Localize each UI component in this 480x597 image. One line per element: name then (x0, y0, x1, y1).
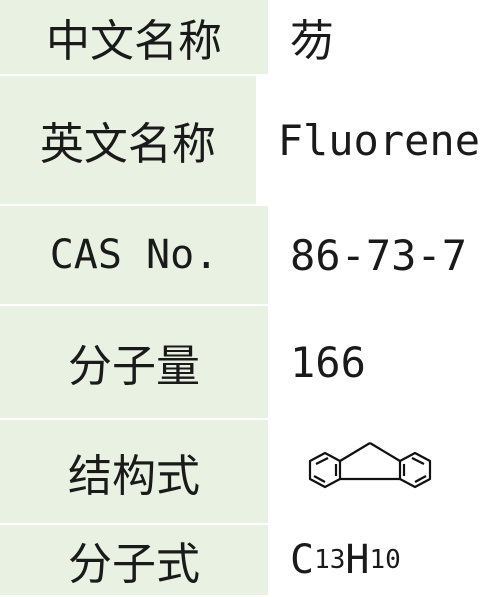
english-name-label: 英文名称 (0, 76, 258, 204)
fluorene-structure-icon (308, 441, 432, 488)
structure-label: 结构式 (0, 420, 270, 523)
molecular-weight-label: 分子量 (0, 306, 270, 418)
molecular-formula-label: 分子式 (0, 525, 270, 595)
molecular-weight-value: 166 (270, 306, 480, 418)
chinese-name-label: 中文名称 (0, 0, 270, 74)
row-structure: 结构式 (0, 420, 480, 525)
row-english-name: 英文名称 Fluorene (0, 76, 480, 206)
row-molecular-weight: 分子量 166 (0, 306, 480, 420)
cas-label: CAS No. (0, 206, 270, 304)
formula-h: H (345, 537, 370, 583)
structure-value (270, 420, 480, 523)
formula-c-subscript: 13 (314, 545, 346, 575)
cas-value: 86-73-7 (270, 206, 480, 304)
formula-h-subscript: 10 (369, 545, 401, 575)
formula-c: C (290, 537, 315, 583)
chinese-name-value: 芴 (270, 0, 480, 74)
row-cas: CAS No. 86-73-7 (0, 206, 480, 306)
english-name-value: Fluorene (257, 76, 480, 204)
row-chinese-name: 中文名称 芴 (0, 0, 480, 76)
